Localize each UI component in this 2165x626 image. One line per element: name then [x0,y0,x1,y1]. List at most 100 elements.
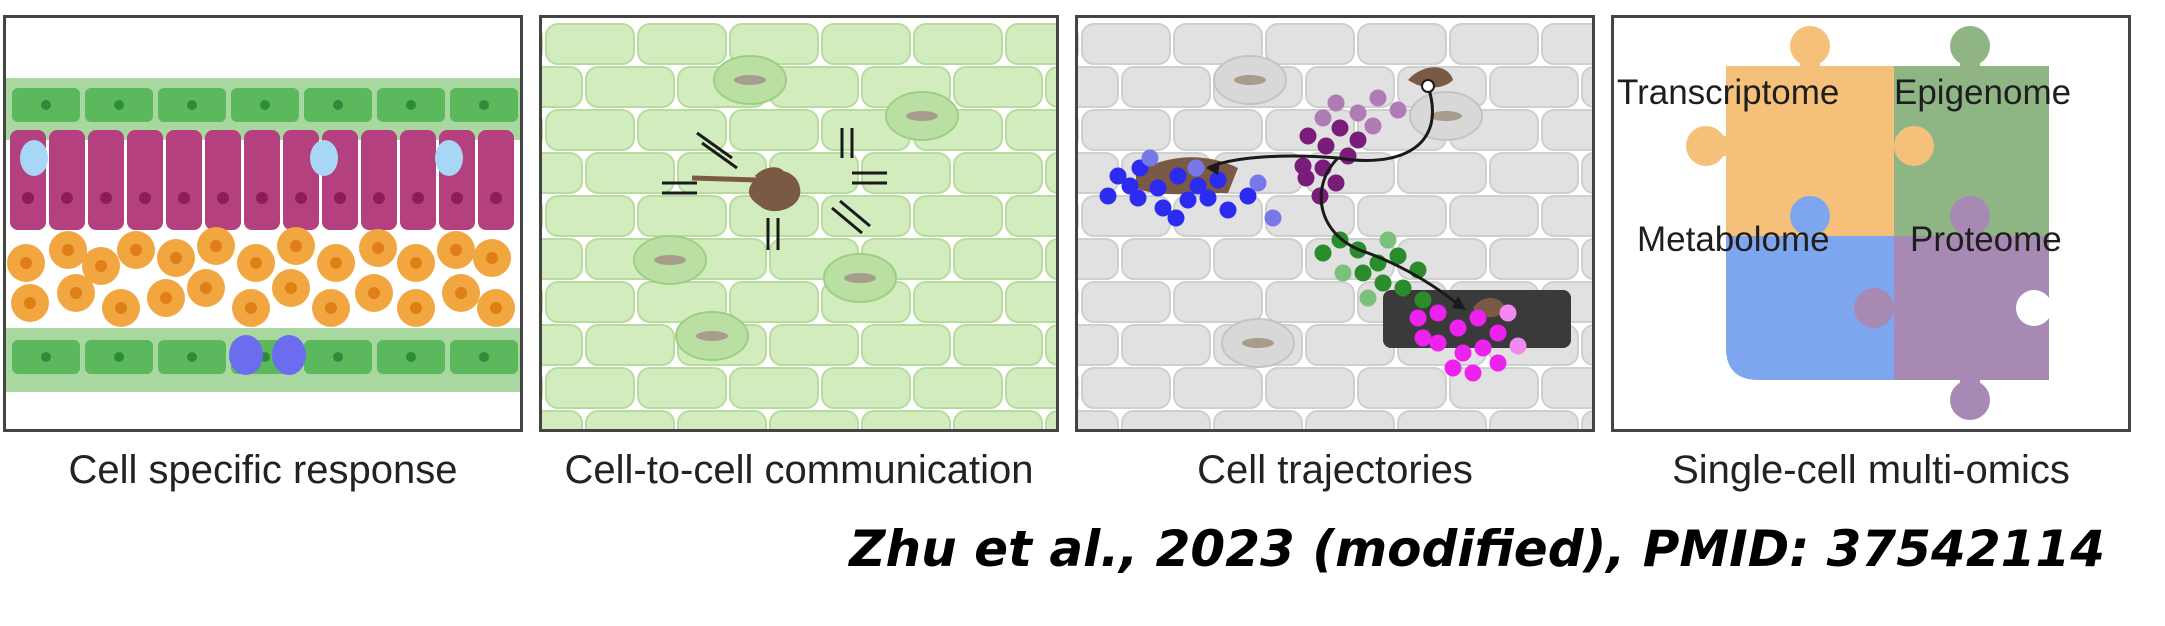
tissue-cell [1173,109,1263,151]
tissue-cell [1489,66,1579,108]
cell-dot [1129,189,1147,207]
cell-dot [1354,264,1372,282]
cell-nucleus [333,352,343,362]
cell-nucleus [486,252,498,264]
tissue-cell [1449,23,1539,65]
stoma-pore [654,255,686,265]
tissue-cell [1081,23,1171,65]
cell-dot [1379,231,1397,249]
cell-dot [1449,319,1467,337]
tissue-cell [545,367,635,409]
cell-dot [1189,177,1207,195]
tissue-cell [585,324,675,366]
caption-cell-to-cell-communication: Cell-to-cell communication [564,448,1034,492]
cell-nucleus [95,260,107,272]
cell-nucleus [62,244,74,256]
cell-nucleus [373,192,385,204]
tissue-cell [542,324,583,366]
mesophyll-cell [205,130,241,230]
exchange-arrows [662,128,887,250]
cell-dot [1369,89,1387,107]
terminal-cell [1408,67,1453,88]
cell-nucleus [479,352,489,362]
cell-specific-response-illustration [6,78,520,392]
tissue-cell [729,367,819,409]
cell-nucleus [130,244,142,256]
cell-dot [1389,101,1407,119]
cell-nucleus [22,192,34,204]
cell-dot [1389,247,1407,265]
cell-nucleus [217,192,229,204]
cell-nucleus [406,352,416,362]
tissue-cell [1005,367,1056,409]
tissue-cell [1581,410,1592,429]
tissue-cell [1081,281,1171,323]
tissue-cell [861,410,951,429]
tissue-cell [1357,23,1447,65]
cell-dot [1109,167,1127,185]
tissue-cell [1045,410,1056,429]
tissue-cell [1397,152,1487,194]
tissue-cell [729,109,819,151]
cell-nucleus [139,192,151,204]
tissue-cell [1078,324,1119,366]
tissue-cell [1489,410,1579,429]
tissue-cell [821,195,911,237]
tissue-cell [1265,281,1355,323]
tissue-cell [821,367,911,409]
stoma-pore [1234,75,1266,85]
tissue-cell [637,367,727,409]
cell-nucleus [290,240,302,252]
cell-nucleus [100,192,112,204]
cell-nucleus [406,100,416,110]
cell-dot [1489,354,1507,372]
puzzle-piece-metabolome [1726,196,1894,380]
cell-nucleus [187,352,197,362]
vacuole [310,140,338,176]
cell-nucleus [20,257,32,269]
cell-dot [1429,304,1447,322]
tissue-cell [637,195,727,237]
tissue-cell [1045,238,1056,280]
tissue-cell [1078,238,1119,280]
label-proteome: Proteome [1910,220,2062,259]
cell-nucleus [114,100,124,110]
tissue-cell [1541,109,1592,151]
cell-dot [1474,339,1492,357]
cell-nucleus [24,297,36,309]
panel-cell-trajectories [1075,15,1595,432]
tissue-cell [1581,324,1592,366]
tissue-cell [769,410,859,429]
cell-dot [1209,171,1227,189]
panel-single-cell-multi-omics: Transcriptome Epigenome Metabolome Prote… [1611,15,2131,432]
tissue-cell [545,195,635,237]
tissue-cell [1213,238,1303,280]
tissue-cell [1078,66,1119,108]
cell-nucleus [70,287,82,299]
tissue-cell [1265,23,1355,65]
tissue-cell [729,281,819,323]
tissue-cell [1081,109,1171,151]
cell-nucleus [325,302,337,314]
cell-dot [1239,187,1257,205]
stoma-pore [1242,338,1274,348]
cell-dot [1339,147,1357,165]
cell-dot [1264,209,1282,227]
mesophyll-cell [166,130,202,230]
tissue-cell [769,324,859,366]
tissue-cell [913,195,1003,237]
cell-dot [1167,209,1185,227]
tissue-cell [821,23,911,65]
tissue-cell [1449,367,1539,409]
cell-dot [1199,189,1217,207]
cell-nucleus [479,100,489,110]
cell-dot [1414,291,1432,309]
tissue-cell [637,23,727,65]
tissue-cell [1541,195,1592,237]
tissue-cell [913,281,1003,323]
tissue-cell [1045,66,1056,108]
tissue-cell [1173,367,1263,409]
puzzle-piece-transcriptome [1686,26,1894,236]
tissue-cell [1357,367,1447,409]
tissue-cell [1581,66,1592,108]
